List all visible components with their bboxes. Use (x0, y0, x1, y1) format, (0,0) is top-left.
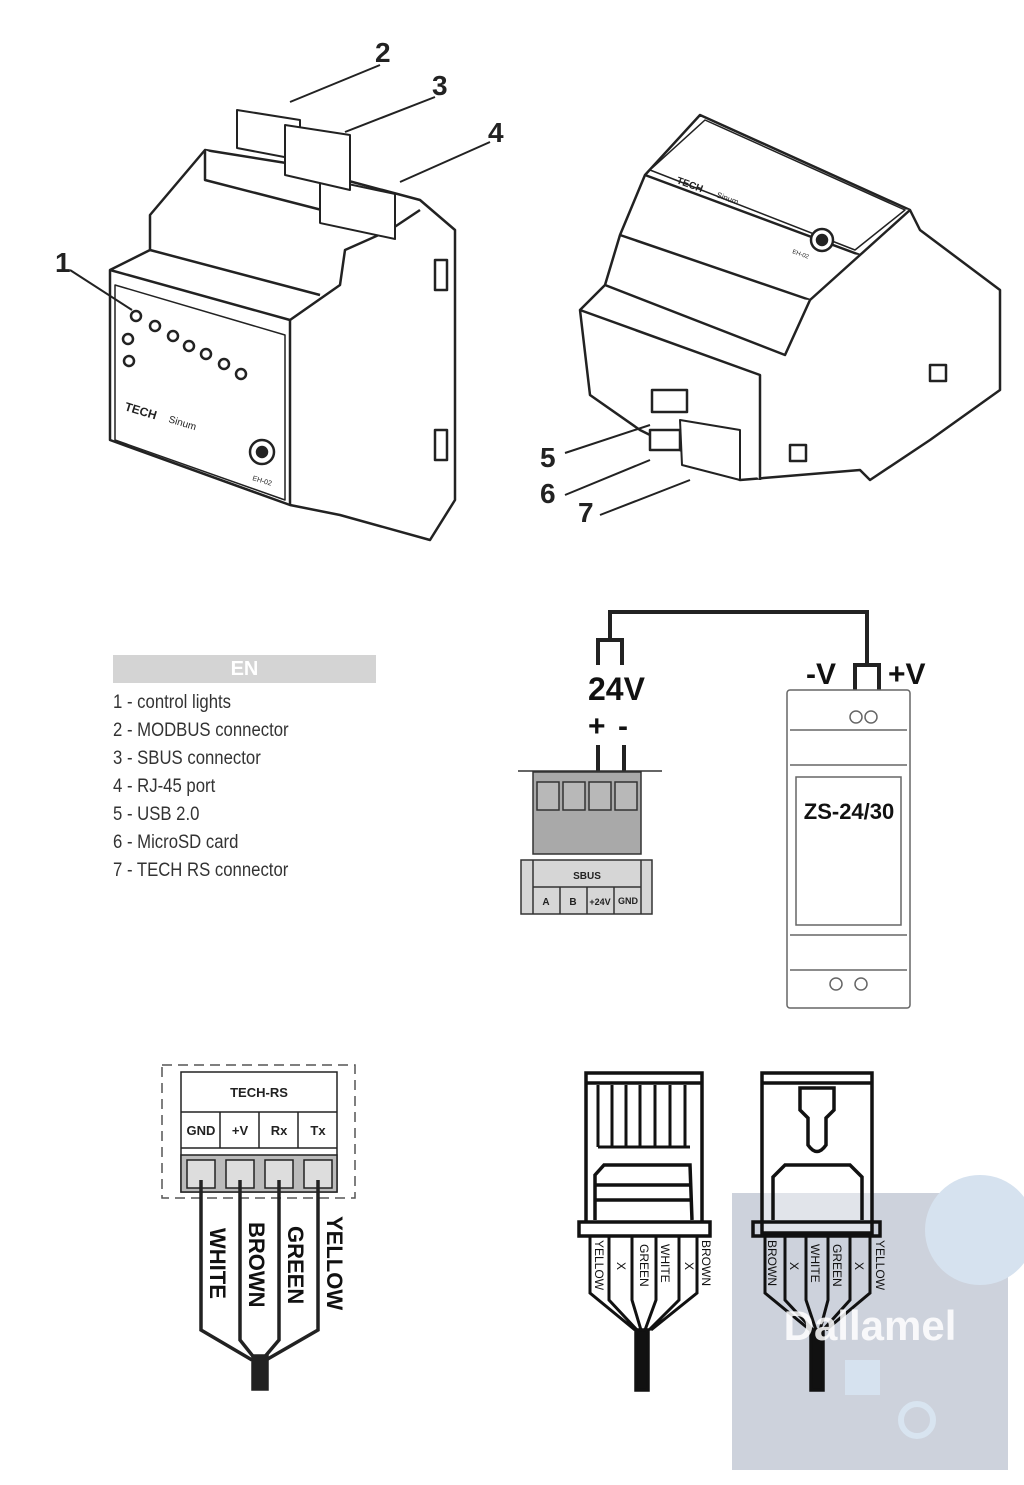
rj45-plug-right (751, 1071, 882, 1392)
tech-rs-wire-green: GREEN (283, 1226, 308, 1304)
callout-7: 7 (578, 497, 594, 528)
device-rear-view (578, 113, 1002, 482)
legend-item: 5 - USB 2.0 (113, 804, 200, 825)
legend-item: 7 - TECH RS connector (113, 860, 289, 881)
rj45-right-wire-6: YELLOW (873, 1240, 887, 1291)
rj45-left-wire-2: X (614, 1262, 628, 1270)
callout-1: 1 (55, 247, 71, 278)
psu-model-label: ZS-24/30 (804, 799, 895, 824)
rj45-right-wire-3: WHITE (808, 1244, 822, 1283)
plus-label: + (588, 710, 606, 743)
rj45-left-wire-1: YELLOW (592, 1240, 606, 1291)
tech-rs-title: TECH-RS (230, 1085, 288, 1100)
tech-rs-pin-gnd: GND (187, 1123, 216, 1138)
legend-language-header: EN (113, 655, 376, 683)
rj45-plug-left (577, 1071, 712, 1392)
watermark-background (732, 1175, 1024, 1470)
legend-item: 1 - control lights (113, 692, 232, 713)
callout-5: 5 (540, 442, 556, 473)
sbus-pin-gnd: GND (618, 896, 639, 906)
sbus-pin-a: A (542, 897, 549, 908)
tech-rs-wire-white: WHITE (205, 1228, 230, 1299)
rj45-right-wire-2: X (787, 1262, 801, 1270)
voltage-label: 24V (588, 671, 646, 707)
rj45-right-wire-5: X (852, 1262, 866, 1270)
power-supply-unit (786, 689, 911, 1009)
device-rear-model-label: EH-02 (791, 249, 810, 261)
psu-plus-label: +V (888, 658, 926, 691)
callout-6: 6 (540, 478, 556, 509)
sbus-title: SBUS (573, 871, 601, 882)
legend-item: 3 - SBUS connector (113, 748, 261, 769)
legend: EN 1 - control lights 2 - MODBUS connect… (113, 655, 376, 885)
rj45-left-wire-5: X (682, 1262, 696, 1270)
tech-rs-wire-brown: BROWN (244, 1222, 269, 1308)
psu-minus-label: -V (806, 658, 836, 691)
tech-rs-pin-v: +V (232, 1123, 249, 1138)
rj45-left-wire-6: BROWN (699, 1240, 713, 1286)
tech-rs-connector (161, 1064, 356, 1391)
rj45-right-wire-1: BROWN (765, 1240, 779, 1286)
callout-3: 3 (432, 70, 448, 101)
power-wire (596, 610, 881, 790)
rj45-left-wire-3: GREEN (637, 1244, 651, 1287)
minus-label: - (618, 710, 628, 743)
legend-item: 2 - MODBUS connector (113, 720, 289, 741)
rj45-left-wire-4: WHITE (658, 1244, 672, 1283)
legend-item: 6 - MicroSD card (113, 832, 239, 853)
tech-rs-wire-yellow: YELLOW (322, 1216, 347, 1310)
device-front-view (108, 109, 457, 542)
callout-4: 4 (488, 117, 504, 148)
tech-rs-pin-tx: Tx (310, 1123, 326, 1138)
sbus-pin-24v: +24V (589, 897, 610, 907)
legend-item: 4 - RJ-45 port (113, 776, 216, 797)
sbus-pin-b: B (569, 897, 576, 908)
sbus-connector (518, 770, 662, 915)
rj45-right-wire-4: GREEN (830, 1244, 844, 1287)
watermark-text: Dallamel (784, 1302, 957, 1349)
callout-2: 2 (375, 37, 391, 68)
tech-rs-pin-rx: Rx (271, 1123, 288, 1138)
legend-list: 1 - control lights 2 - MODBUS connector … (113, 689, 376, 885)
